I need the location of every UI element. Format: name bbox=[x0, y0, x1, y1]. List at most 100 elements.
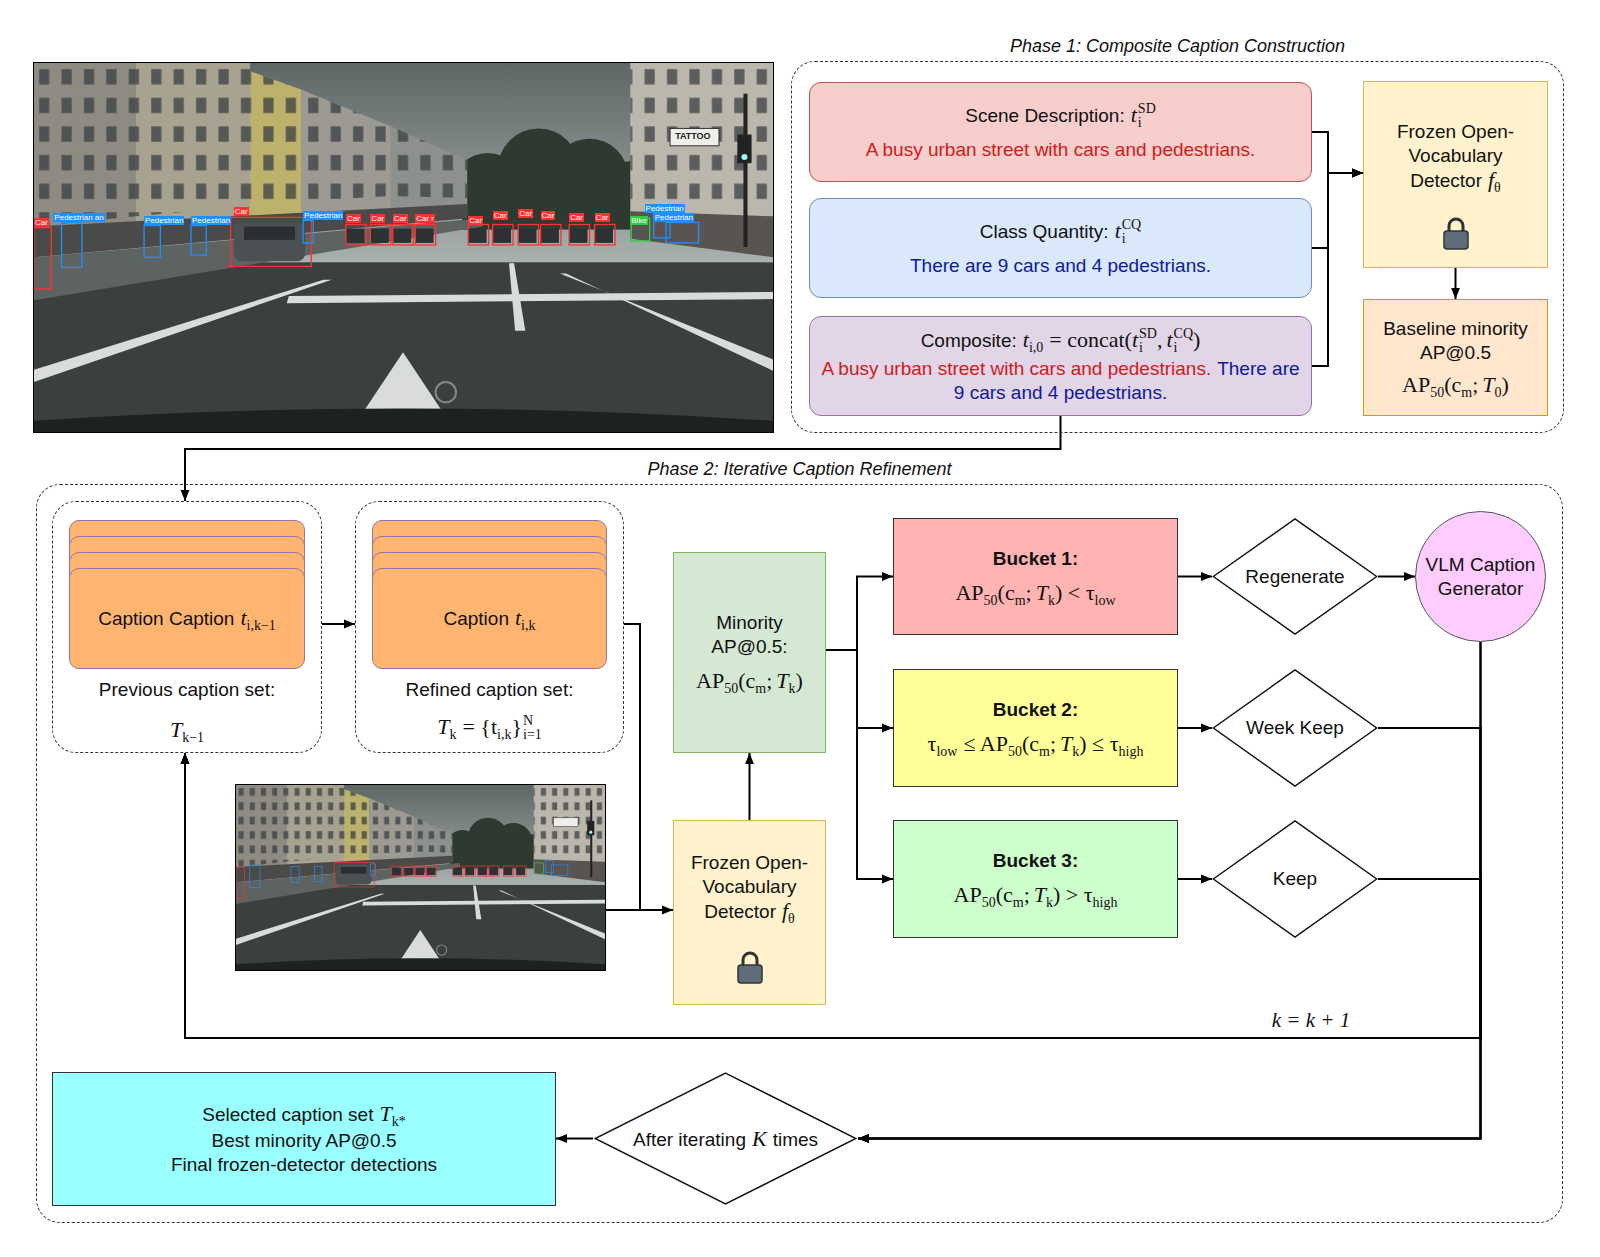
connector-arrow bbox=[1455, 268, 1457, 299]
node-text: ; bbox=[1472, 371, 1478, 396]
text-row: Week Keep bbox=[1225, 716, 1364, 740]
connector-arrow bbox=[749, 753, 751, 820]
connector-arrow bbox=[826, 650, 893, 728]
node-text: ; bbox=[1050, 731, 1056, 756]
node-text: k bbox=[449, 727, 456, 742]
node-text: low bbox=[936, 744, 957, 759]
bucket-box: Bucket 3:AP50(cm;Tk) > τhigh bbox=[893, 820, 1178, 938]
node-text: m bbox=[1015, 592, 1026, 607]
text-row: After iteratingKtimes bbox=[614, 1126, 837, 1151]
node-text: t bbox=[1132, 327, 1138, 352]
street-illustration bbox=[236, 785, 605, 970]
sub-sup: SDi bbox=[1138, 102, 1156, 130]
node-text: Refined caption set: bbox=[406, 679, 574, 700]
phase-panel: Phase 1: Composite Caption ConstructionS… bbox=[791, 61, 1564, 433]
node-text: 50 bbox=[724, 680, 738, 695]
node-text: CQ bbox=[1174, 327, 1193, 341]
street-photo bbox=[236, 785, 605, 970]
text-wrap: Caption Captionti,k−1 bbox=[80, 605, 294, 632]
node-text: ) < τ bbox=[1055, 579, 1095, 604]
text-row: Class Quantity:tCQi bbox=[820, 218, 1301, 246]
decision-diamond: Keep bbox=[1212, 820, 1378, 938]
text-wrap: Minority AP@0.5:AP50(cm;Tk) bbox=[682, 610, 817, 695]
bbox-label: Car bbox=[541, 211, 556, 220]
node-text: T bbox=[1036, 579, 1048, 604]
connector-arrow bbox=[826, 577, 893, 651]
text-row: Bucket 2: bbox=[904, 698, 1167, 722]
node-text: t bbox=[515, 604, 521, 629]
node-text: ) bbox=[796, 667, 803, 692]
node-text: Selected caption set bbox=[202, 1104, 373, 1125]
connector-arrow bbox=[322, 623, 355, 625]
node-text: (c bbox=[996, 882, 1013, 907]
bbox-label: Car r bbox=[415, 214, 435, 223]
bbox-label: Pedestrian bbox=[303, 211, 343, 220]
node-text: T bbox=[437, 714, 449, 739]
edge-label: k = k + 1 bbox=[1269, 1007, 1353, 1033]
node-text: Bucket 1: bbox=[993, 547, 1079, 568]
node-text: Caption Caption bbox=[98, 607, 234, 628]
node-text: Best minority AP@0.5 bbox=[211, 1130, 396, 1151]
node-text: Composite: bbox=[921, 330, 1017, 351]
node-text: T bbox=[379, 1101, 391, 1126]
text-wrap: Regenerate bbox=[1225, 565, 1364, 589]
node-text: f bbox=[1488, 167, 1494, 192]
text-wrap: Phase 1: Composite Caption Construction bbox=[792, 34, 1563, 58]
node-text: Final frozen-detector detections bbox=[171, 1154, 437, 1175]
text-wrap: Captionti,k bbox=[383, 605, 596, 632]
caption-set-group: Previous caption set: Tk−1 Caption Caption… bbox=[52, 501, 322, 753]
node-text: high bbox=[1093, 895, 1118, 910]
node-text: T bbox=[170, 717, 182, 742]
node-text: = concat( bbox=[1049, 327, 1132, 352]
caption-card: Captionti,k bbox=[372, 568, 607, 669]
node-text: t bbox=[1131, 102, 1137, 127]
node-text: ) ≤ τ bbox=[1079, 731, 1118, 756]
node-text: T bbox=[1060, 731, 1072, 756]
text-row: Selected caption setTk* bbox=[63, 1102, 545, 1129]
connector-arrow bbox=[1312, 173, 1363, 366]
connector-arrow bbox=[624, 624, 673, 910]
street-illustration bbox=[34, 63, 773, 432]
node-text: θ bbox=[1494, 180, 1501, 195]
text-row: Bucket 3: bbox=[904, 849, 1167, 873]
node-text: m bbox=[1461, 384, 1472, 399]
bbox-label: Car bbox=[468, 216, 483, 225]
node-text: 50 bbox=[982, 895, 996, 910]
text-wrap: Bucket 3:AP50(cm;Tk) > τhigh bbox=[904, 849, 1167, 910]
bbox-label: Pedestrian an bbox=[53, 213, 104, 222]
node-text: A busy urban street with cars and pedest… bbox=[866, 139, 1256, 160]
node-text: θ bbox=[788, 911, 795, 926]
lock-icon bbox=[735, 950, 765, 984]
node-text: i bbox=[1122, 232, 1141, 246]
text-row: Tk= {ti,k}Ni=1 bbox=[366, 714, 613, 742]
node-text: m bbox=[1039, 744, 1050, 759]
detector-box: Frozen Open-Vocabulary Detectorfθ bbox=[673, 820, 826, 1005]
node-text: Scene Description: bbox=[965, 105, 1124, 126]
node-text: Previous caption set: bbox=[99, 679, 275, 700]
node-text: k bbox=[789, 680, 796, 695]
node-text: k bbox=[1046, 895, 1053, 910]
bbox-label: Car bbox=[346, 214, 361, 223]
node-text: T bbox=[1034, 882, 1046, 907]
node-text: ) > τ bbox=[1053, 882, 1093, 907]
text-wrap: Baseline minority AP@0.5AP50(cm;T0) bbox=[1374, 316, 1537, 399]
node-text: ≤ AP bbox=[963, 731, 1007, 756]
result-box: Selected caption setTk*Best minority AP@… bbox=[52, 1072, 556, 1206]
node-text: T bbox=[1482, 371, 1494, 396]
sub-sup: CQi bbox=[1122, 218, 1141, 246]
node-text: AP bbox=[696, 667, 724, 692]
connector-arrow bbox=[556, 1138, 593, 1140]
metric-box: Baseline minority AP@0.5AP50(cm;T0) bbox=[1363, 299, 1548, 416]
node-text: N bbox=[523, 714, 542, 728]
node-text: = {t bbox=[462, 714, 497, 739]
text-row: Bucket 1: bbox=[904, 546, 1167, 570]
node-text: i,k bbox=[497, 727, 511, 742]
node-text: Phase 1: Composite Caption Construction bbox=[1010, 36, 1345, 56]
node-text: , bbox=[1157, 327, 1163, 352]
node-text: k−1 bbox=[182, 730, 204, 745]
node-text: T bbox=[776, 667, 788, 692]
connector-arrow bbox=[858, 642, 1481, 1139]
node-text: high bbox=[1119, 744, 1144, 759]
node-text: Regenerate bbox=[1245, 566, 1344, 587]
bbox-label: Car bbox=[493, 211, 508, 220]
